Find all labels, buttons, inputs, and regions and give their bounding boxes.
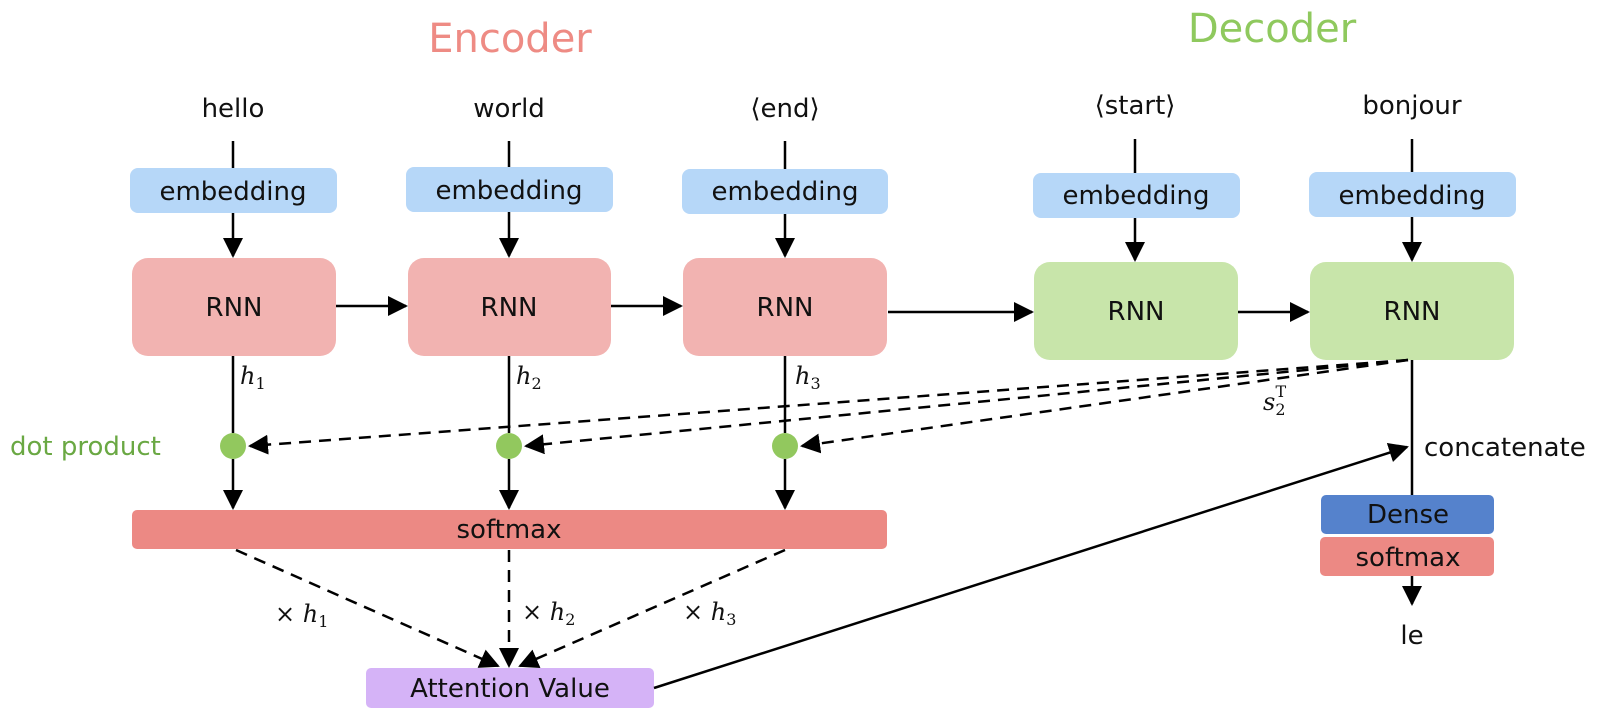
input-word: hello	[202, 94, 265, 124]
hidden-state-label: h3	[795, 362, 821, 393]
dot-product-label: dot product	[10, 432, 161, 462]
decoder-title: Decoder	[1188, 6, 1357, 52]
dense-box	[1321, 495, 1494, 534]
encoder-title: Encoder	[428, 16, 592, 62]
encoder-softmax-box	[132, 510, 887, 549]
embedding-box	[130, 168, 337, 213]
embedding-label: embedding	[1062, 181, 1209, 211]
decoder-rnn-box	[1034, 262, 1238, 360]
hidden-state-label: h2	[516, 362, 542, 393]
encoder-rnn-box	[132, 258, 336, 356]
attention-to-concat-arrow	[653, 442, 1409, 690]
encoder-step-3: ⟨end⟩ embedding RNN h3	[682, 94, 888, 510]
weight-label-2: × h2	[522, 598, 575, 629]
decoder-state-label: s2T	[1263, 382, 1287, 419]
weighted-sum-arrow	[518, 548, 786, 668]
output-word: le	[1400, 621, 1423, 651]
rnn-label: RNN	[481, 293, 538, 323]
embedding-label: embedding	[1338, 181, 1485, 211]
rnn-label: RNN	[757, 293, 814, 323]
dot-product-node	[220, 433, 246, 459]
encoder-rnn-box	[408, 258, 611, 356]
embedding-box	[1033, 173, 1240, 218]
query-dashed-arrow	[248, 358, 1409, 455]
encoder-step-2: world embedding RNN h2	[406, 94, 613, 510]
dense-label: Dense	[1367, 500, 1449, 530]
embedding-label: embedding	[435, 176, 582, 206]
input-word: world	[473, 94, 545, 124]
decoder-softmax-box	[1320, 537, 1494, 576]
decoder-input-word: bonjour	[1362, 91, 1461, 121]
decoder-rnn-box	[1310, 262, 1514, 360]
rnn-label: RNN	[1108, 297, 1165, 327]
encoder-rnn-box	[683, 258, 887, 356]
decoder-softmax-label: softmax	[1356, 543, 1461, 573]
encoder-step-1: hello embedding RNN h1	[130, 94, 337, 510]
embedding-box	[682, 169, 888, 214]
concatenate-label: concatenate	[1424, 433, 1586, 463]
embedding-label: embedding	[711, 177, 858, 207]
hidden-state-label: h1	[240, 362, 266, 393]
embedding-box	[406, 167, 613, 212]
decoder-step-2: bonjour embedding RNN	[1309, 91, 1516, 360]
attention-value-box	[366, 668, 654, 708]
decoder-input-word: ⟨start⟩	[1095, 91, 1176, 121]
query-dashed-arrow	[800, 358, 1409, 454]
encoder-softmax-label: softmax	[457, 515, 562, 545]
dot-product-node	[496, 433, 522, 459]
weighted-sum-arrow	[235, 548, 500, 668]
embedding-label: embedding	[159, 177, 306, 207]
dot-product-node	[772, 433, 798, 459]
rnn-label: RNN	[206, 293, 263, 323]
attention-value-label: Attention Value	[410, 674, 610, 704]
weight-label-3: × h3	[683, 598, 736, 629]
rnn-label: RNN	[1384, 297, 1441, 327]
decoder-step-1: ⟨start⟩ embedding RNN	[1033, 91, 1240, 360]
weight-label-1: × h1	[275, 600, 328, 631]
query-dashed-arrow	[524, 358, 1409, 455]
input-word: ⟨end⟩	[750, 94, 819, 124]
embedding-box	[1309, 172, 1516, 217]
